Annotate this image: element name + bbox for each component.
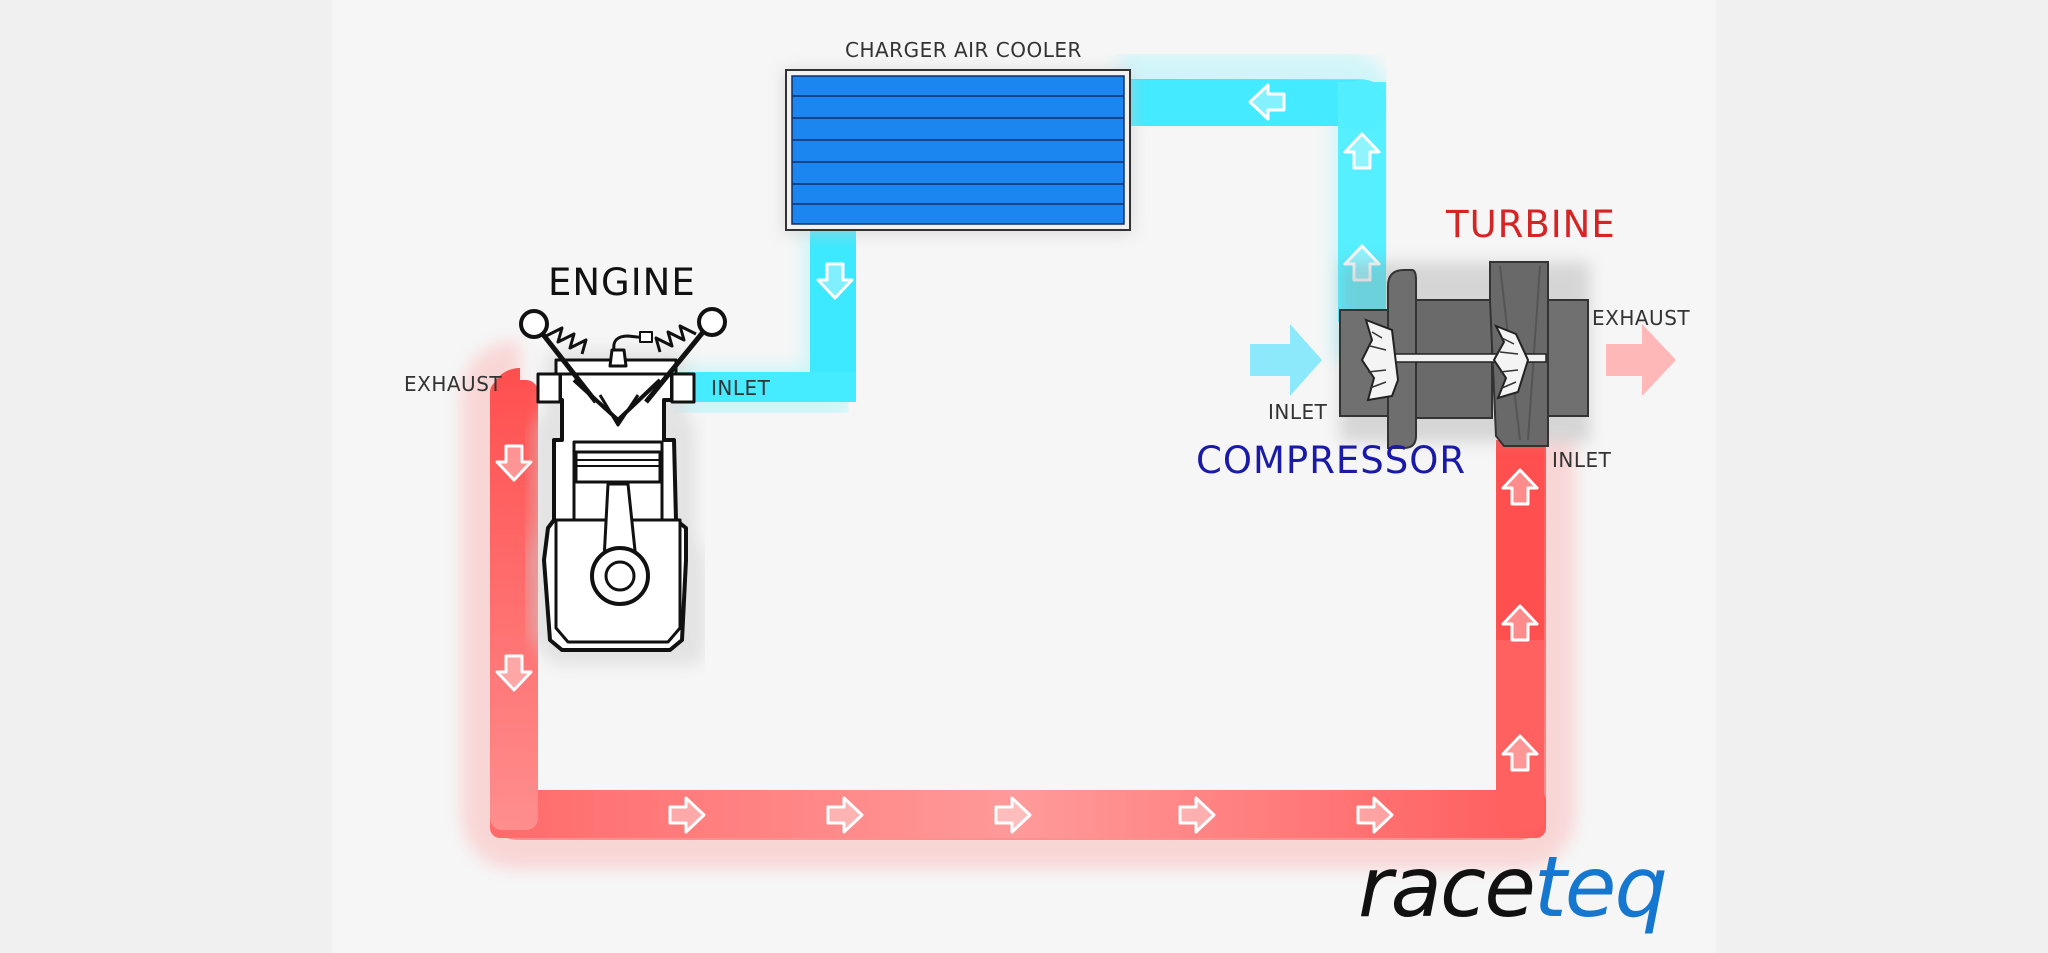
charge-air-cooler-label: CHARGER AIR COOLER [845, 38, 1082, 62]
engine-illustration [519, 307, 727, 665]
turbine-inlet-label: INLET [1552, 448, 1612, 472]
engine-inlet-label: INLET [711, 376, 771, 400]
raceteq-logo: raceteq [1358, 832, 1678, 942]
compressor-label: COMPRESSOR [1196, 439, 1467, 482]
turbocharger [1339, 261, 1590, 449]
logo-text-race: race [1358, 838, 1536, 936]
turbine-exhaust-label: EXHAUST [1592, 306, 1691, 330]
engine-exhaust-label: EXHAUST [404, 372, 503, 396]
arrow-right-icon [1250, 324, 1322, 396]
arrow-right-icon [1606, 324, 1676, 396]
compressor-inlet-label: INLET [1268, 400, 1328, 424]
charge-air-cooler [784, 69, 1132, 234]
intake-pipe [668, 51, 1393, 427]
engine-label: ENGINE [548, 261, 696, 304]
turbine-label: TURBINE [1446, 203, 1616, 246]
logo-text-teq: teq [1533, 838, 1668, 936]
